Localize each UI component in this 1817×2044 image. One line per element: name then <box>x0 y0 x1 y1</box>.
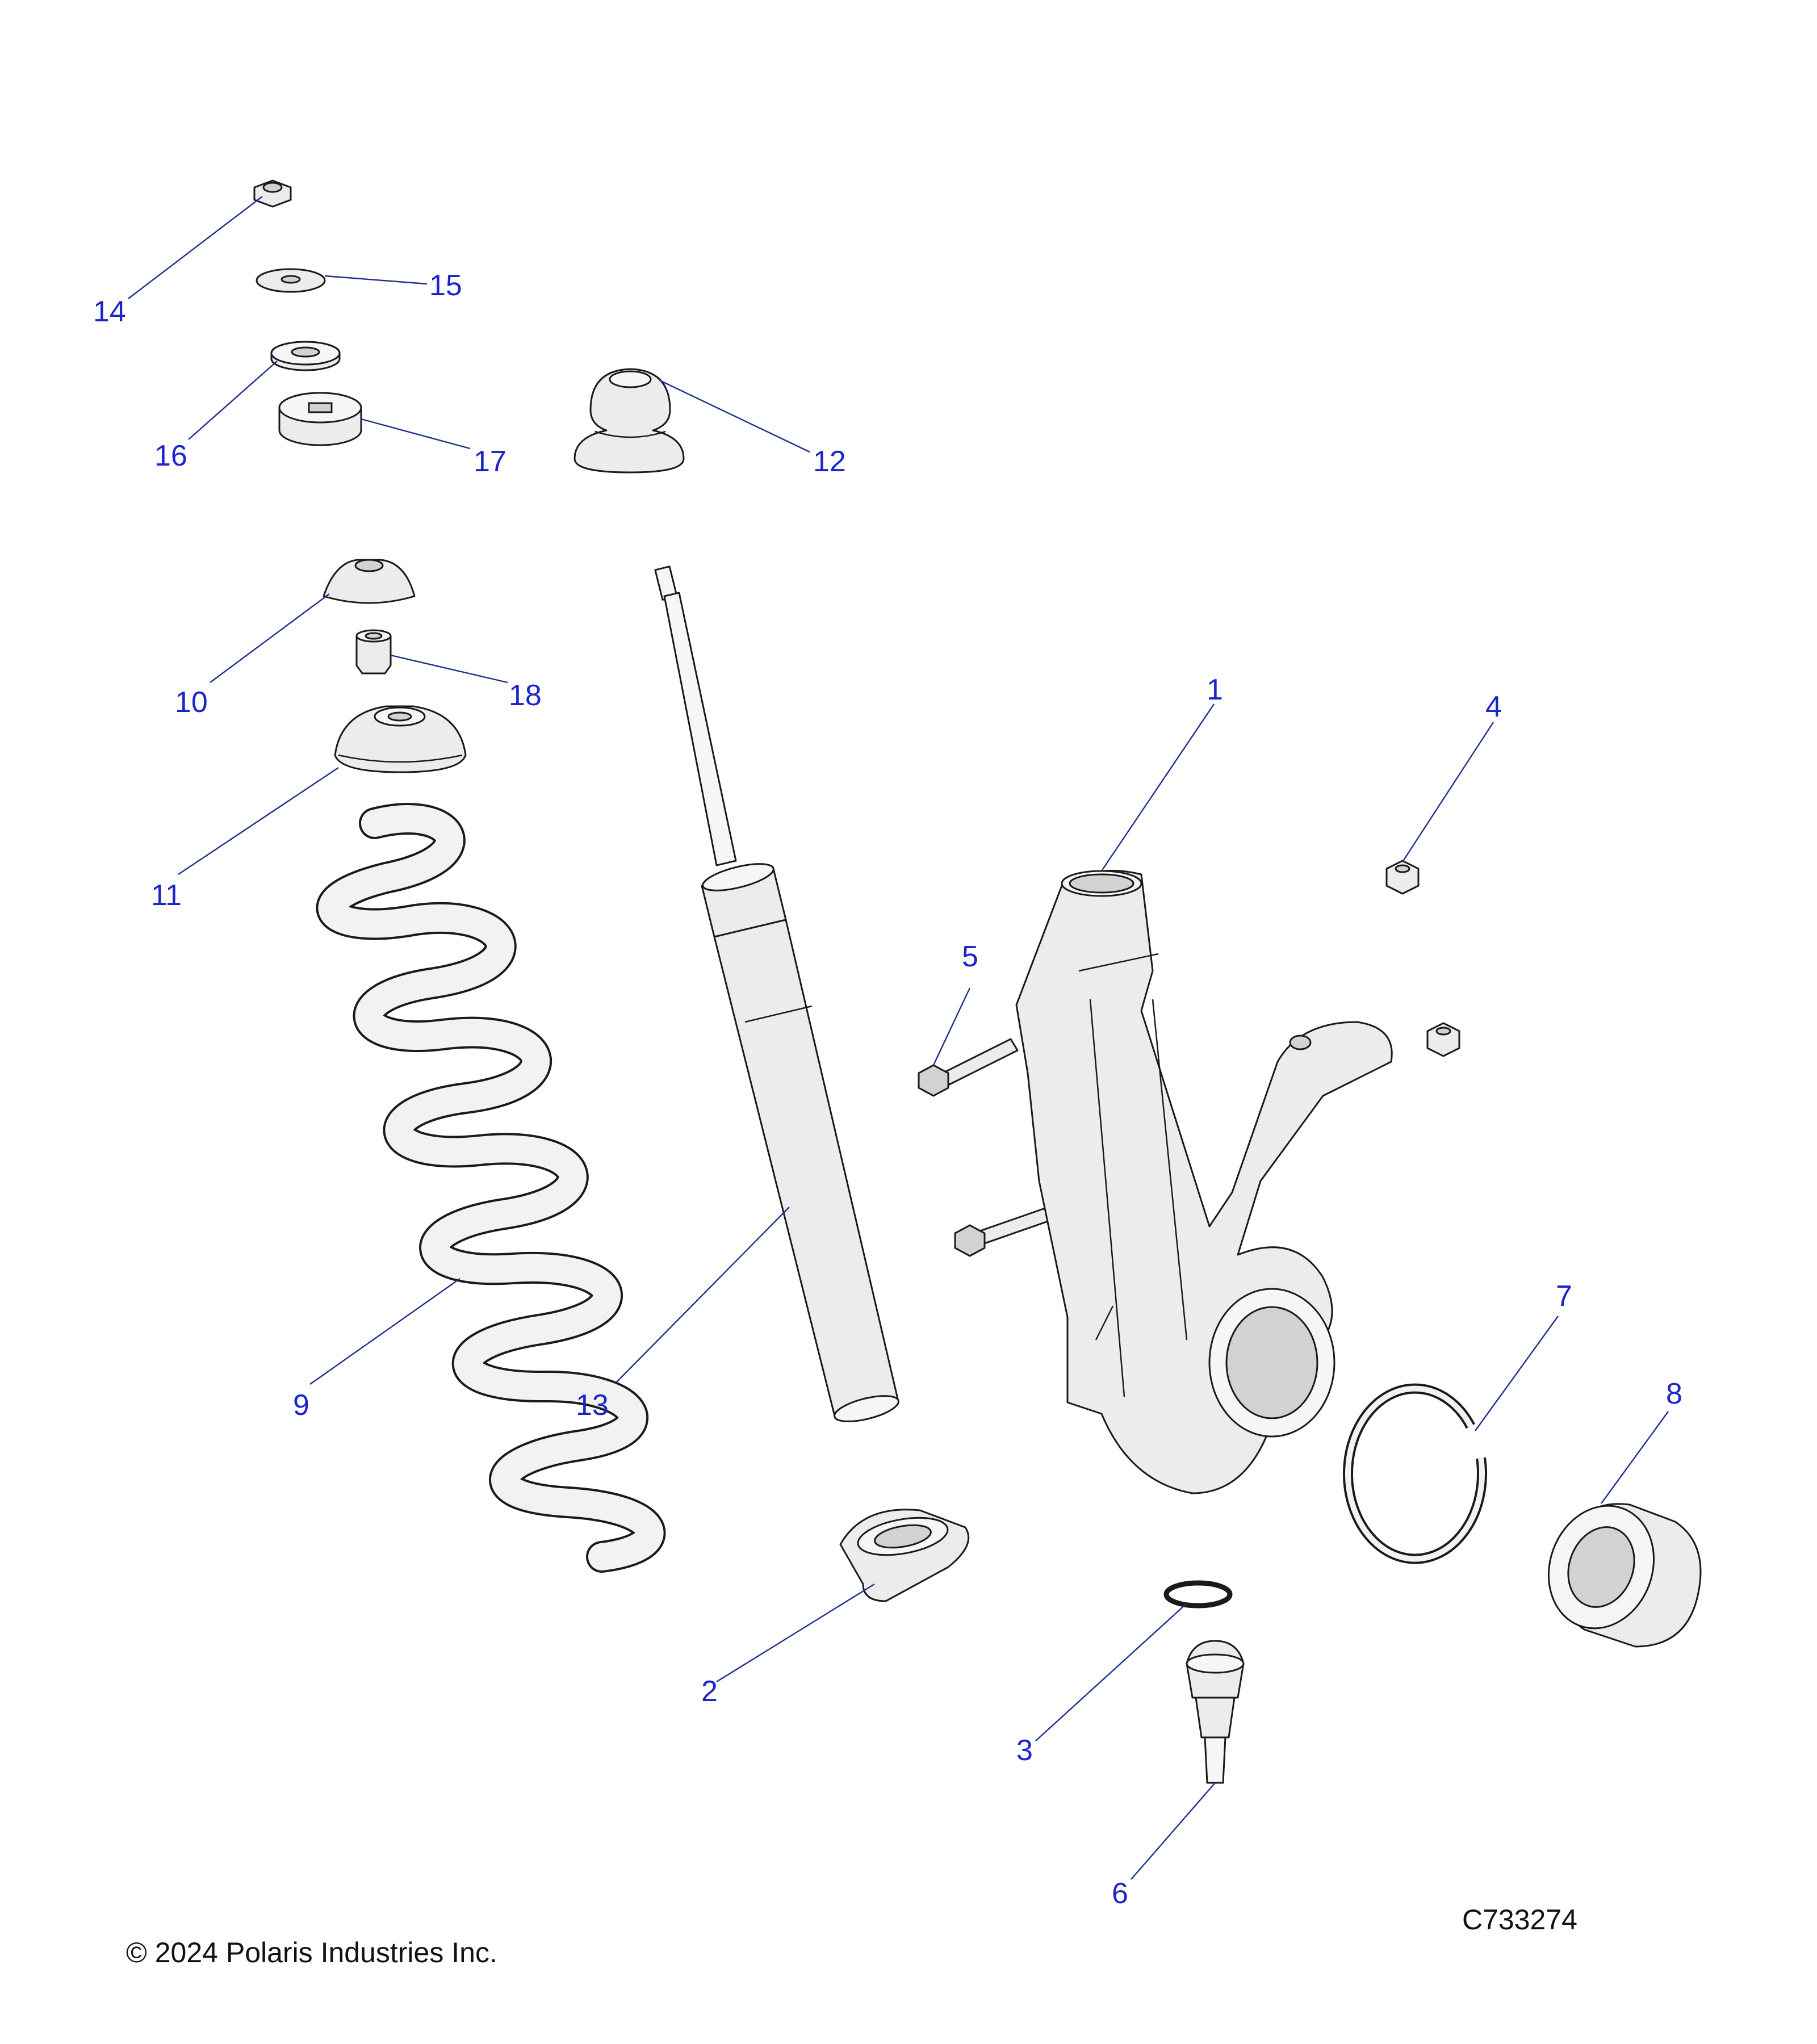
part-12-bump-stop <box>573 368 685 474</box>
callout-labels: 1 2 3 4 5 6 7 8 9 10 11 12 13 14 15 16 1… <box>93 269 1682 1910</box>
copyright-text: © 2024 Polaris Industries Inc. <box>126 1937 497 1968</box>
leader-5 <box>932 987 971 1066</box>
callout-1: 1 <box>1207 673 1223 706</box>
part-10-spring-seat <box>323 559 416 604</box>
part-4-nuts <box>1385 860 1460 1057</box>
part-13-strut <box>654 566 899 1422</box>
callout-14: 14 <box>93 295 126 328</box>
part-3-clip-ring <box>1163 1580 1233 1609</box>
part-6-ball-joint <box>1186 1640 1245 1784</box>
leader-3 <box>1035 1603 1187 1741</box>
part-14-nut <box>253 179 292 208</box>
part-9-coil-spring <box>316 803 666 1573</box>
callout-5: 5 <box>962 940 978 973</box>
part-7-retaining-ring <box>1343 1383 1487 1564</box>
leader-11 <box>178 767 339 875</box>
callout-12: 12 <box>813 445 846 478</box>
callout-11: 11 <box>151 879 182 912</box>
part-11-spring-seat <box>334 705 467 773</box>
leader-6 <box>1131 1782 1216 1880</box>
callout-10: 10 <box>175 686 208 719</box>
callout-13: 13 <box>576 1389 609 1422</box>
leader-2 <box>716 1583 875 1683</box>
callout-15: 15 <box>429 269 462 302</box>
leader-17 <box>361 418 471 450</box>
callout-6: 6 <box>1112 1877 1128 1910</box>
callout-17: 17 <box>474 445 506 478</box>
part-18-bushing <box>355 629 392 675</box>
part-15-washer <box>256 268 326 293</box>
leader-7 <box>1475 1316 1559 1431</box>
leader-13 <box>616 1207 790 1383</box>
callout-2: 2 <box>701 1675 718 1708</box>
leader-12 <box>659 379 810 453</box>
leader-16 <box>188 361 278 440</box>
drawing-number: C733274 <box>1462 1904 1577 1936</box>
callout-9: 9 <box>293 1389 309 1422</box>
part-17-mount <box>278 392 362 446</box>
leader-18 <box>390 654 508 684</box>
leader-9 <box>309 1278 460 1385</box>
callout-16: 16 <box>154 439 187 472</box>
callout-7: 7 <box>1556 1280 1572 1313</box>
callout-3: 3 <box>1016 1734 1033 1767</box>
leader-15 <box>324 275 428 285</box>
leader-14 <box>128 196 263 299</box>
leader-lines <box>128 196 1669 1880</box>
callout-4: 4 <box>1485 690 1502 723</box>
callout-8: 8 <box>1666 1377 1682 1410</box>
leader-1 <box>1101 703 1215 872</box>
leader-8 <box>1601 1411 1669 1504</box>
leader-4 <box>1401 722 1494 862</box>
callout-18: 18 <box>509 679 542 712</box>
leader-10 <box>210 593 330 683</box>
part-16-washer <box>270 341 341 371</box>
part-1-knuckle <box>1015 869 1393 1494</box>
part-2-flange <box>839 1509 970 1602</box>
part-8-wheel-bearing <box>1547 1503 1702 1648</box>
